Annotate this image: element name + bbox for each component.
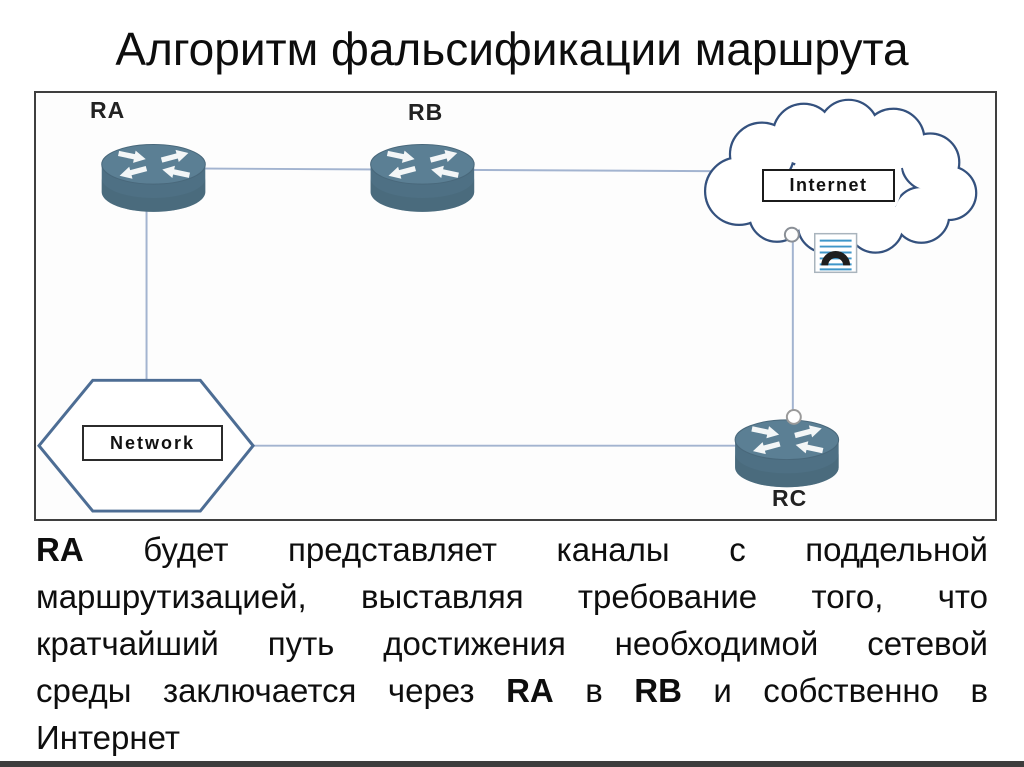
router-icon-rb: [371, 145, 475, 212]
cloud-connector-dot: [783, 226, 800, 243]
router-rb-label: RB: [408, 99, 444, 125]
router-ra-label: RA: [90, 97, 126, 123]
paragraph-line: среды заключается через RA в RB и собств…: [36, 672, 989, 709]
bottom-band: [0, 761, 1024, 767]
internet-label-box: Internet: [762, 169, 895, 202]
body-paragraph: RA будет представляет каналы с поддельно…: [36, 526, 988, 761]
webpage-icon: [814, 232, 858, 274]
rc-connector-dot: [785, 409, 802, 425]
paragraph-line: Интернет: [36, 719, 180, 756]
router-icon-rc: [735, 420, 839, 487]
network-label: Network: [109, 432, 195, 453]
paragraph-line: RA будет представляет каналы с поддельно…: [36, 531, 988, 568]
router-icon-ra: [102, 145, 206, 212]
network-diagram: RA RB RC Internet Network: [34, 91, 997, 521]
internet-label: Internet: [789, 175, 868, 195]
paragraph-line: кратчайший путь достижения необходимой с…: [36, 625, 988, 662]
paragraph-line: маршрутизацией, выставляя требование тог…: [36, 578, 988, 615]
link-lines: [145, 167, 794, 447]
network-label-box: Network: [82, 425, 223, 461]
router-rc-label: RC: [772, 485, 808, 511]
slide-title: Алгоритм фальсификации маршрута: [115, 23, 909, 75]
